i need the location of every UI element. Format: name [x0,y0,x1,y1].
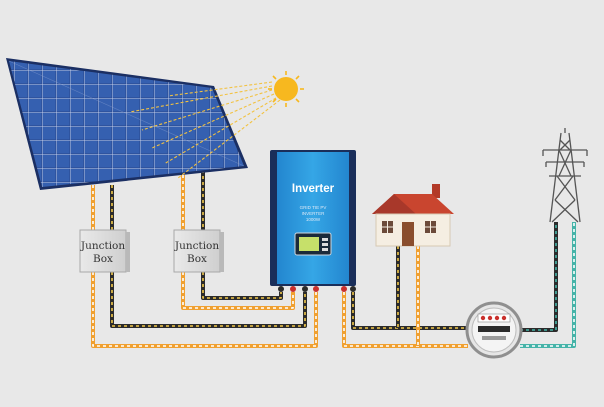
transmission-tower-icon [542,128,588,223]
junction-box-1-label-line1: Junction [80,240,126,252]
inverter-terminals [278,286,356,292]
wire-inverter-to-meter [342,292,468,348]
junction-box-2: Junction Box [173,229,224,273]
inverter-rating: 1000W [306,217,321,222]
junction-box-1-label-line2: Box [93,253,113,265]
wire-junction-box-1-to-inverter [91,272,318,348]
house-icon [372,184,454,247]
wire-junction-box-2-to-inverter [181,272,295,310]
sun-icon [268,71,304,107]
wiring [91,170,576,348]
inverter-model: GRID TIE PV [300,205,327,210]
wire-meter-to-tower [520,222,576,348]
solar-panel-icon [6,58,248,190]
sunlight-rays [129,81,281,179]
inverter-display [294,232,332,256]
wire-panel-to-junction-box-1 [91,185,114,230]
inverter: Inverter GRID TIE PV INVERTER 1000W [270,150,356,292]
electric-meter-icon [465,301,523,359]
wire-panel-to-junction-box-2 [181,170,205,230]
junction-box-1: Junction Box [79,229,130,273]
junction-box-2-label-line2: Box [187,253,207,265]
wire-house-to-meter [396,246,420,346]
inverter-title: Inverter [292,183,335,195]
inverter-type: INVERTER [302,211,325,216]
junction-box-2-label-line1: Junction [174,240,220,252]
